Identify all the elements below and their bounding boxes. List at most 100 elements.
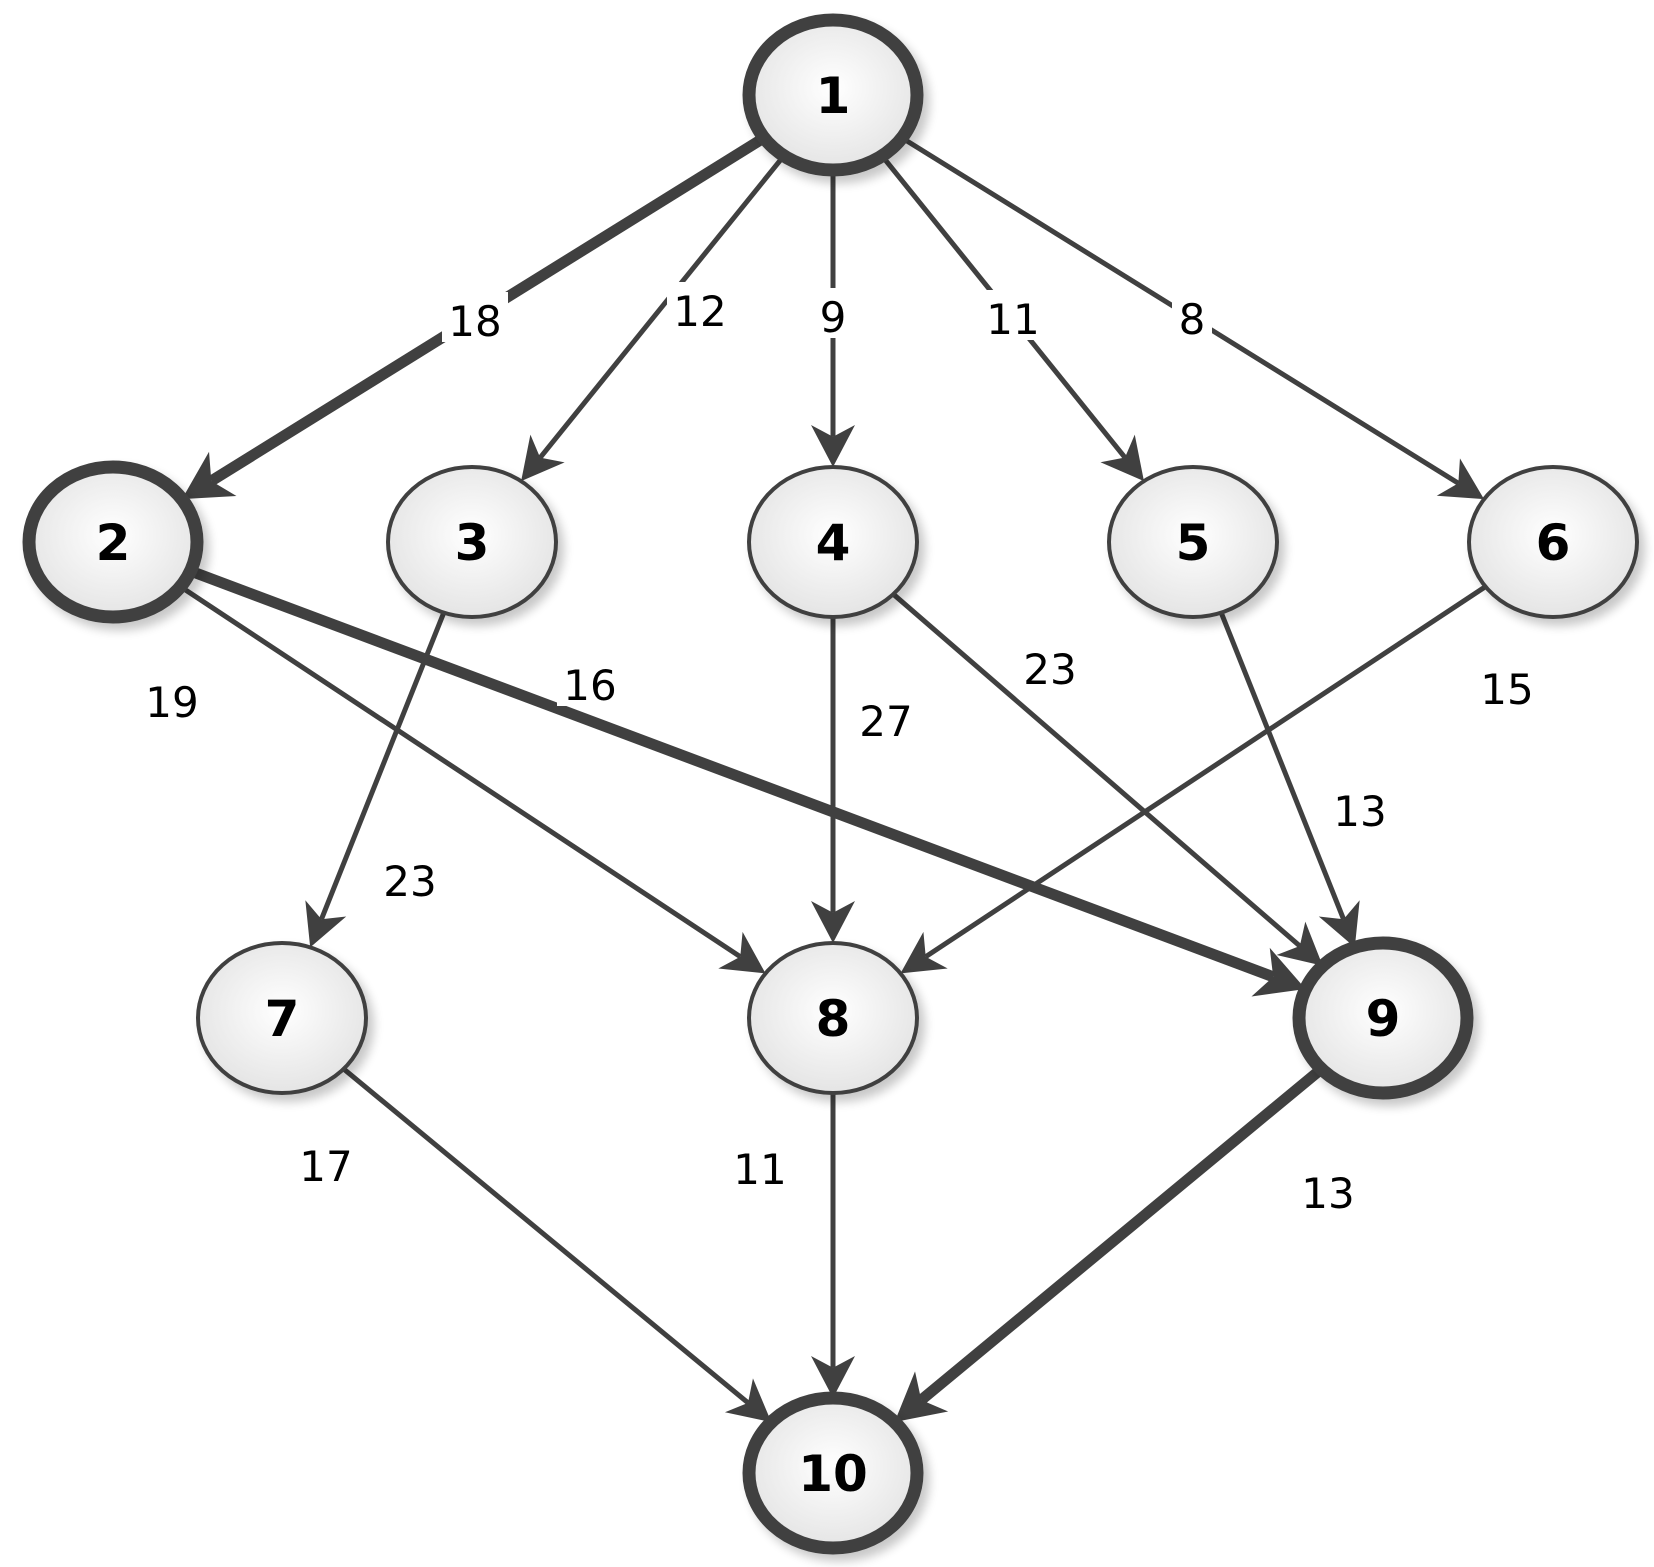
edge-weight-text: 8	[1179, 295, 1206, 344]
edge-weight-text: 11	[986, 295, 1039, 344]
edge-labels-layer: 18 12 9 11 8 19 16 23 27 23 13 15 17 11 13	[139, 282, 1540, 1218]
arrowhead	[1251, 947, 1306, 997]
arrowhead	[724, 1378, 772, 1423]
node-label: 4	[816, 514, 851, 572]
node-circle	[742, 13, 924, 177]
node-label: 10	[798, 1445, 868, 1503]
node-label: 6	[1536, 514, 1571, 572]
arrowhead	[305, 900, 347, 948]
edge-label-background	[667, 282, 733, 332]
edge-weight-text: 23	[1023, 645, 1076, 694]
node-label: 1	[816, 67, 851, 125]
node-label: 9	[1366, 990, 1401, 1048]
edge-weight-label-1-2: 18	[442, 292, 508, 346]
edge-weight-text: 17	[299, 1142, 352, 1191]
edge-2-8	[179, 584, 766, 974]
edge-weight-label-3-7: 23	[377, 852, 443, 906]
edge-line	[891, 592, 1302, 948]
edge-line	[538, 154, 786, 460]
edge-label-background	[377, 852, 443, 902]
edge-1-3	[521, 154, 786, 482]
node-circle	[742, 1391, 924, 1555]
edge-3-7	[305, 611, 447, 948]
edge-weight-label-1-3: 12	[667, 282, 733, 336]
node-2: 2	[22, 460, 204, 624]
node-label: 8	[816, 990, 851, 1048]
node-circle	[386, 465, 558, 619]
edge-weight-text: 11	[733, 1145, 786, 1194]
edge-weight-label-2-8: 19	[139, 673, 205, 727]
edge-weight-label-1-5: 11	[980, 290, 1046, 344]
edge-label-background	[853, 692, 919, 742]
edge-label-background	[1474, 660, 1540, 710]
edge-weight-text: 23	[383, 857, 436, 906]
arrowhead	[181, 451, 237, 500]
edge-label-background	[1295, 1164, 1361, 1214]
edge-line	[342, 1066, 750, 1405]
edge-label-background	[980, 290, 1046, 340]
edge-4-9	[891, 592, 1323, 966]
node-label: 2	[96, 514, 131, 572]
arrowhead	[718, 931, 766, 974]
edge-line	[179, 584, 742, 959]
edge-2-9	[188, 565, 1306, 997]
edge-line	[917, 1064, 1325, 1405]
edge-label-background	[727, 1140, 793, 1190]
node-circle	[1467, 465, 1639, 619]
edge-line	[1218, 611, 1346, 921]
edge-8-10	[811, 1093, 855, 1398]
edge-7-10	[342, 1066, 772, 1423]
edge-weight-text: 15	[1480, 665, 1533, 714]
edge-line	[924, 584, 1487, 959]
arrowhead	[811, 1356, 855, 1398]
edge-5-9	[1218, 611, 1360, 948]
node-circle	[196, 941, 368, 1095]
node-1: 1	[742, 13, 924, 177]
edge-weight-label-9-10: 13	[1295, 1164, 1361, 1218]
edge-weight-text: 13	[1333, 787, 1386, 836]
edge-4-8	[811, 617, 855, 943]
arrowhead	[894, 1371, 949, 1423]
edge-weight-label-1-4: 9	[813, 288, 853, 342]
node-4: 4	[747, 465, 919, 619]
edge-weight-label-1-6: 8	[1172, 290, 1212, 344]
arrowhead	[521, 434, 565, 482]
edge-weight-label-7-10: 17	[293, 1137, 359, 1191]
edge-label-background	[1017, 640, 1083, 690]
node-9: 9	[1292, 936, 1474, 1100]
node-circle	[1107, 465, 1279, 619]
edge-weight-text: 19	[145, 678, 198, 727]
edge-weight-label-4-9: 23	[1017, 640, 1083, 694]
edge-label-background	[813, 288, 853, 338]
node-label: 5	[1176, 514, 1211, 572]
arrowhead	[1276, 921, 1323, 966]
edge-weight-label-6-8: 15	[1474, 660, 1540, 714]
node-label: 7	[265, 990, 300, 1048]
edge-weight-text: 18	[448, 297, 501, 346]
edge-label-background	[1172, 290, 1212, 340]
edge-9-10	[894, 1064, 1325, 1423]
arrowhead	[1436, 458, 1485, 500]
node-8: 8	[747, 941, 919, 1095]
arrowhead	[811, 901, 855, 943]
arrowhead	[900, 931, 948, 974]
node-circle	[1292, 936, 1474, 1100]
edge-weight-text: 16	[563, 661, 616, 710]
edge-weight-label-2-9: 16	[557, 656, 623, 710]
edge-label-background	[557, 656, 623, 706]
edge-line	[319, 611, 447, 921]
node-circle	[22, 460, 204, 624]
node-5: 5	[1107, 465, 1279, 619]
node-7: 7	[196, 941, 368, 1095]
node-6: 6	[1467, 465, 1639, 619]
edge-weight-text: 27	[859, 697, 912, 746]
edge-label-background	[1327, 782, 1393, 832]
edge-weight-text: 12	[673, 287, 726, 336]
node-10: 10	[742, 1391, 924, 1555]
node-3: 3	[386, 465, 558, 619]
arrowhead	[811, 425, 855, 467]
edge-weight-text: 9	[820, 293, 847, 342]
edge-weight-label-8-10: 11	[727, 1140, 793, 1194]
